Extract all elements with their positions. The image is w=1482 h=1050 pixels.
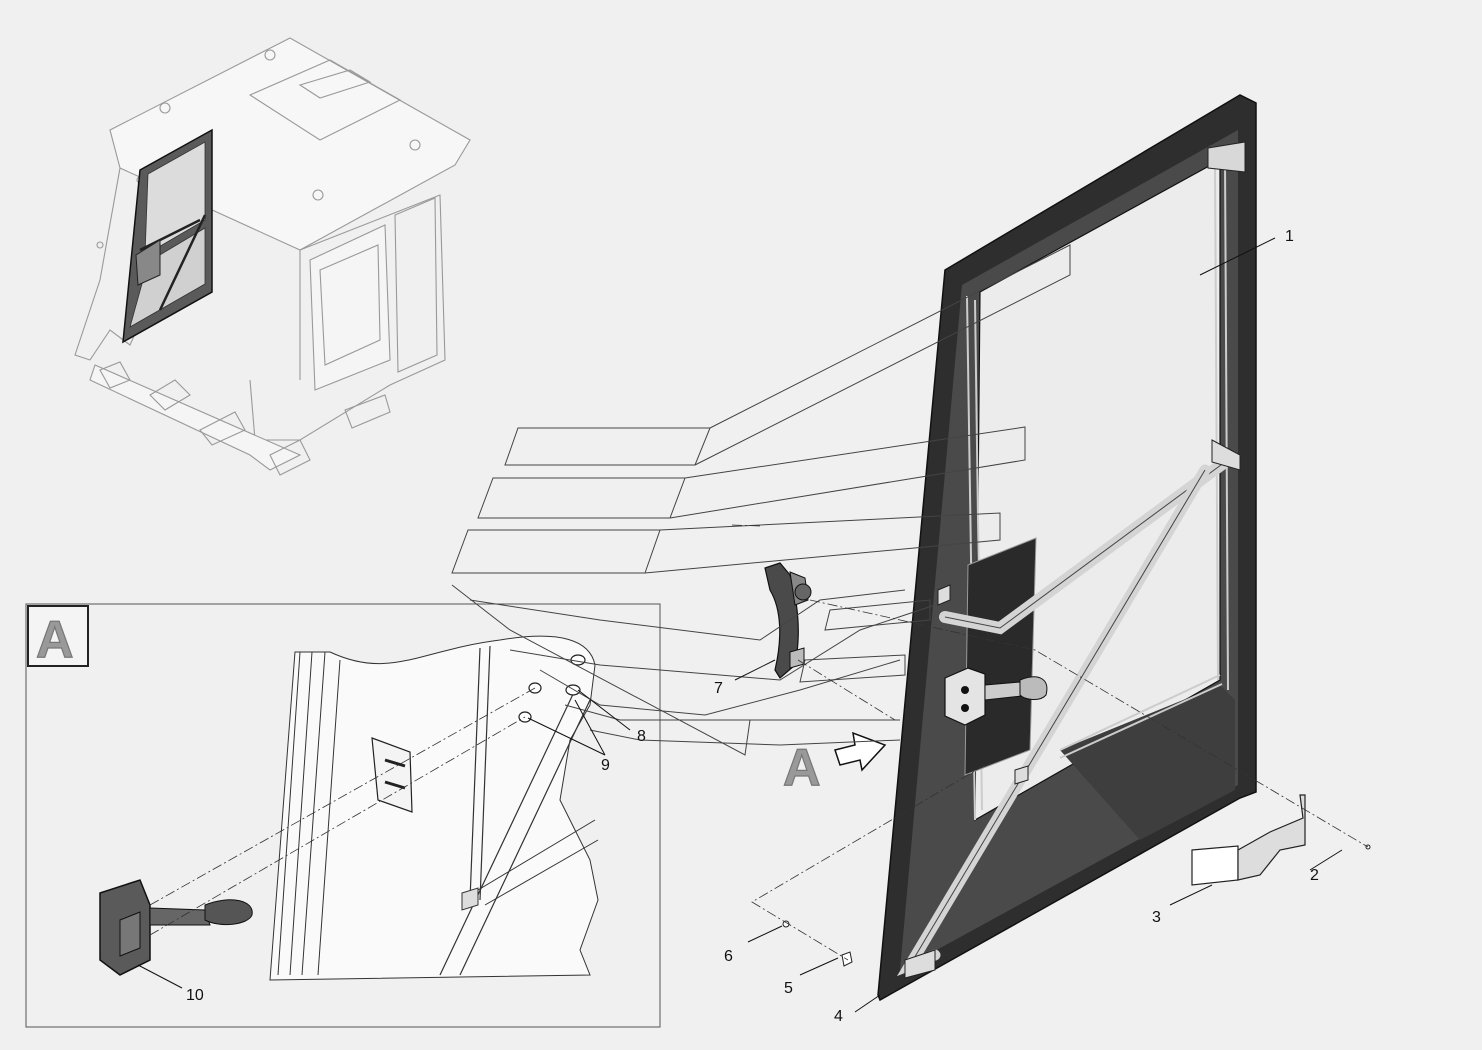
callout-3: 3 bbox=[1152, 909, 1161, 926]
callout-1: 1 bbox=[1285, 228, 1294, 245]
door-latch bbox=[944, 667, 1048, 726]
callout-leaders bbox=[137, 237, 1343, 1013]
striker-plate bbox=[371, 737, 413, 813]
leader-bands bbox=[451, 244, 1071, 756]
bracket-part-3 bbox=[1191, 794, 1306, 886]
callout-7: 7 bbox=[714, 680, 723, 697]
view-arrow-icon bbox=[834, 731, 887, 772]
view-a-marker: A bbox=[782, 731, 887, 798]
view-a-arrow-label: A bbox=[783, 739, 821, 797]
callout-6: 6 bbox=[724, 948, 733, 965]
callout-2: 2 bbox=[1310, 867, 1319, 884]
detail-view-frame: A bbox=[25, 603, 661, 1028]
callout-10: 10 bbox=[186, 987, 204, 1004]
callout-numbers: 1 2 3 4 5 6 7 8 9 10 bbox=[186, 228, 1319, 1025]
callout-9: 9 bbox=[601, 757, 610, 774]
grab-handle-part bbox=[764, 562, 812, 679]
cab-door-highlight bbox=[122, 128, 213, 344]
detail-centerlines bbox=[149, 687, 536, 936]
callout-4: 4 bbox=[834, 1008, 843, 1025]
view-a-label: A bbox=[36, 611, 74, 669]
main-door bbox=[877, 94, 1257, 1002]
callout-5: 5 bbox=[784, 980, 793, 997]
assembly-centerlines bbox=[731, 524, 1369, 961]
latch-detail bbox=[99, 879, 253, 976]
callout-8: 8 bbox=[637, 728, 646, 745]
